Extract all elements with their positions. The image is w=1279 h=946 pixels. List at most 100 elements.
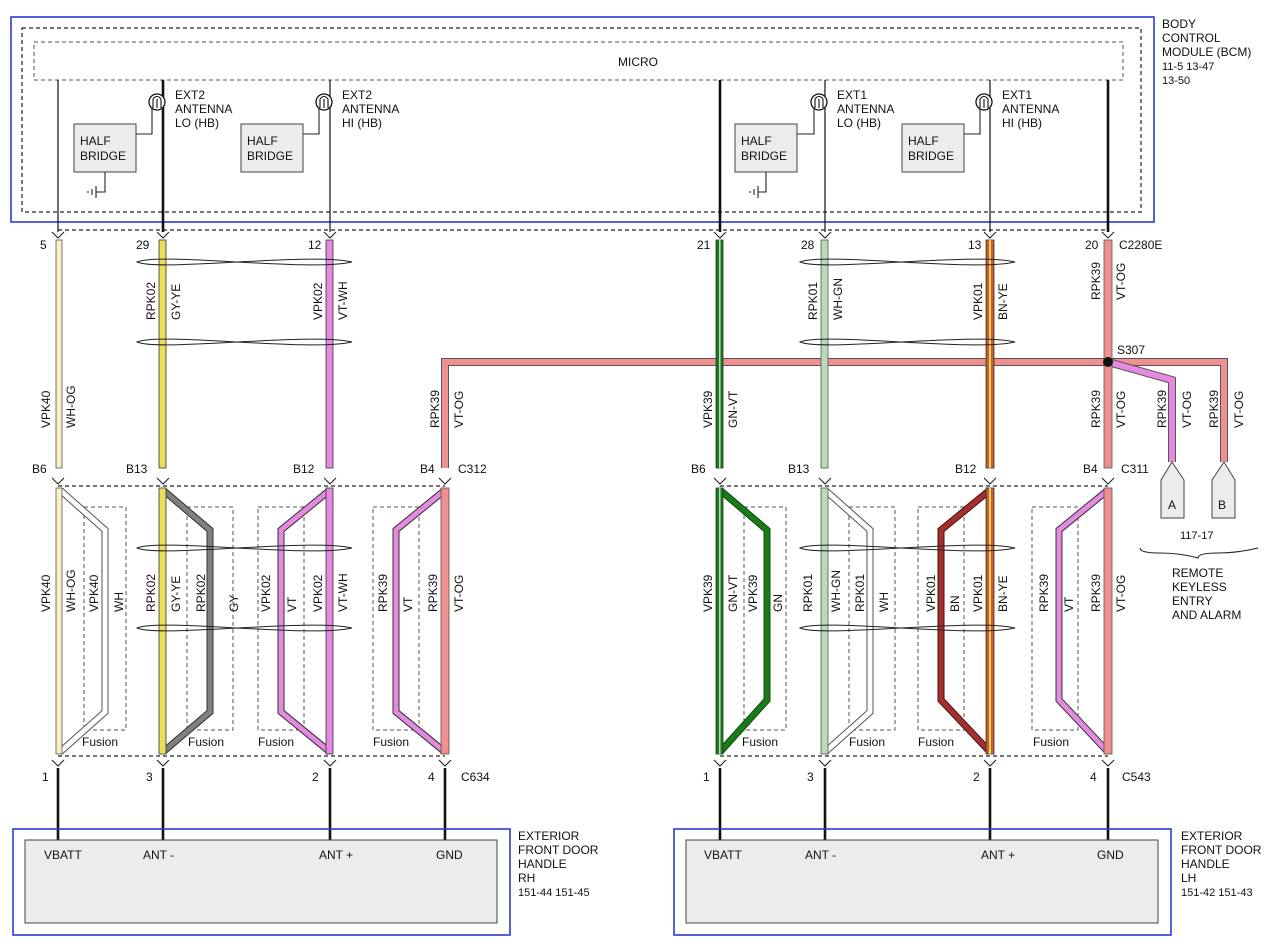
wire-rpk02-upper: [158, 239, 167, 469]
splice-s307: [1103, 357, 1113, 367]
svg-text:LO (HB): LO (HB): [837, 116, 881, 130]
svg-text:RPK39: RPK39: [1155, 390, 1169, 428]
svg-text:VPK01: VPK01: [971, 282, 985, 320]
svg-text:12: 12: [308, 238, 322, 252]
wire-rpk39-upper: [1103, 239, 1113, 469]
svg-text:3: 3: [146, 770, 153, 784]
svg-text:13-50: 13-50: [1162, 75, 1190, 87]
svg-text:VT-OG: VT-OG: [1114, 575, 1128, 612]
svg-text:GND: GND: [436, 848, 463, 862]
svg-text:2: 2: [312, 770, 319, 784]
svg-text:ANT -: ANT -: [805, 848, 836, 862]
svg-text:VT-WH: VT-WH: [336, 573, 350, 612]
half-bridge-1: HALF BRIDGE: [73, 100, 153, 198]
svg-text:VT: VT: [1062, 596, 1076, 612]
svg-text:ANTENNA: ANTENNA: [837, 102, 894, 116]
svg-text:VT: VT: [401, 596, 415, 612]
rke-connectors: A B 117-17 REMOTE KEYLESS ENTRY AND ALAR…: [1139, 461, 1259, 622]
antenna-ext1-hi-icon: EXT1 ANTENNA HI (HB): [975, 88, 1059, 130]
svg-text:EXT2: EXT2: [342, 88, 372, 102]
antenna-ext2-hi-icon: EXT2 ANTENNA HI (HB): [315, 88, 399, 130]
svg-text:BRIDGE: BRIDGE: [247, 149, 293, 163]
svg-text:CONTROL: CONTROL: [1162, 31, 1221, 45]
svg-text:Fusion: Fusion: [82, 735, 118, 749]
svg-text:C634: C634: [461, 770, 490, 784]
svg-text:Fusion: Fusion: [849, 735, 885, 749]
svg-text:BRIDGE: BRIDGE: [741, 149, 787, 163]
top-pins: 5 29 12 21 28 13 20 C2280E S307: [40, 238, 1162, 357]
svg-text:HI (HB): HI (HB): [1002, 116, 1042, 130]
half-bridge-2: HALF BRIDGE: [240, 100, 320, 173]
svg-text:B6: B6: [32, 462, 47, 476]
svg-text:VPK02: VPK02: [311, 282, 325, 320]
svg-text:BODY: BODY: [1162, 17, 1196, 31]
svg-text:B6: B6: [691, 462, 706, 476]
svg-text:Fusion: Fusion: [742, 735, 778, 749]
svg-text:GN-VT: GN-VT: [726, 574, 740, 612]
inline-connectors: B6 B13 B12 B4 C312 B6 B13 B12 B4 C311: [32, 462, 1149, 487]
svg-text:RPK39: RPK39: [1089, 390, 1103, 428]
svg-text:HALF: HALF: [908, 134, 939, 148]
svg-text:RPK39: RPK39: [1089, 574, 1103, 612]
svg-text:13: 13: [968, 238, 982, 252]
bcm-outline: [10, 16, 1155, 223]
svg-text:BRIDGE: BRIDGE: [908, 149, 954, 163]
svg-text:20: 20: [1085, 238, 1099, 252]
svg-text:Fusion: Fusion: [1033, 735, 1069, 749]
svg-text:B: B: [1218, 498, 1226, 512]
svg-text:ANT +: ANT +: [319, 848, 353, 862]
svg-text:MODULE (BCM): MODULE (BCM): [1162, 45, 1251, 59]
svg-text:RPK01: RPK01: [853, 574, 867, 612]
rke-connector-b: [1211, 461, 1236, 519]
half-bridge-3: HALF BRIDGE: [734, 100, 815, 198]
svg-text:GND: GND: [1097, 848, 1124, 862]
svg-text:VPK40: VPK40: [87, 574, 101, 612]
svg-text:28: 28: [801, 238, 815, 252]
svg-text:ANTENNA: ANTENNA: [342, 102, 399, 116]
svg-text:EXTERIOR: EXTERIOR: [1181, 829, 1243, 843]
svg-text:VPK02: VPK02: [259, 574, 273, 612]
svg-text:B12: B12: [955, 462, 977, 476]
micro-label: MICRO: [618, 55, 658, 69]
svg-text:29: 29: [136, 238, 150, 252]
svg-text:B4: B4: [420, 462, 435, 476]
svg-text:21: 21: [697, 238, 711, 252]
svg-text:RPK39: RPK39: [426, 574, 440, 612]
svg-text:B4: B4: [1083, 462, 1098, 476]
svg-text:GY-YE: GY-YE: [169, 284, 183, 320]
svg-text:VT-OG: VT-OG: [1114, 391, 1128, 428]
svg-text:11-5 13-47: 11-5 13-47: [1162, 61, 1214, 73]
svg-text:REMOTE: REMOTE: [1172, 566, 1223, 580]
svg-text:WH-OG: WH-OG: [64, 385, 78, 428]
svg-text:Fusion: Fusion: [258, 735, 294, 749]
svg-text:C312: C312: [458, 462, 487, 476]
handle-connectors: 1 3 2 4 C634 1 3 2 4 C543: [42, 755, 1151, 840]
svg-text:C2280E: C2280E: [1119, 238, 1162, 252]
svg-text:1: 1: [703, 770, 710, 784]
svg-text:GN-VT: GN-VT: [726, 390, 740, 428]
svg-text:B13: B13: [788, 462, 810, 476]
svg-text:HI (HB): HI (HB): [342, 116, 382, 130]
svg-text:4: 4: [428, 770, 435, 784]
svg-text:RPK39: RPK39: [1037, 574, 1051, 612]
svg-text:151-42 151-43: 151-42 151-43: [1181, 887, 1253, 899]
svg-text:LH: LH: [1181, 871, 1196, 885]
svg-text:C543: C543: [1122, 770, 1151, 784]
svg-text:WH: WH: [877, 592, 891, 612]
svg-text:C311: C311: [1121, 462, 1149, 476]
svg-text:RPK01: RPK01: [806, 282, 820, 320]
svg-text:BN-YE: BN-YE: [996, 575, 1010, 612]
antenna-ext2-lo-icon: EXT2 ANTENNA LO (HB): [148, 88, 232, 130]
door-handle-rh: VBATT ANT - ANT + GND EXTERIOR FRONT DOO…: [12, 828, 599, 936]
svg-text:VBATT: VBATT: [704, 848, 742, 862]
svg-text:ANT -: ANT -: [143, 848, 174, 862]
svg-text:ANTENNA: ANTENNA: [175, 102, 232, 116]
wire-rpk01-upper: [820, 239, 829, 469]
svg-text:A: A: [1168, 498, 1176, 512]
svg-text:VT-OG: VT-OG: [452, 575, 466, 612]
svg-text:FRONT DOOR: FRONT DOOR: [518, 843, 599, 857]
svg-text:151-44 151-45: 151-44 151-45: [518, 887, 590, 899]
rke-connector-a: [1160, 461, 1185, 519]
svg-text:RPK02: RPK02: [144, 574, 158, 612]
